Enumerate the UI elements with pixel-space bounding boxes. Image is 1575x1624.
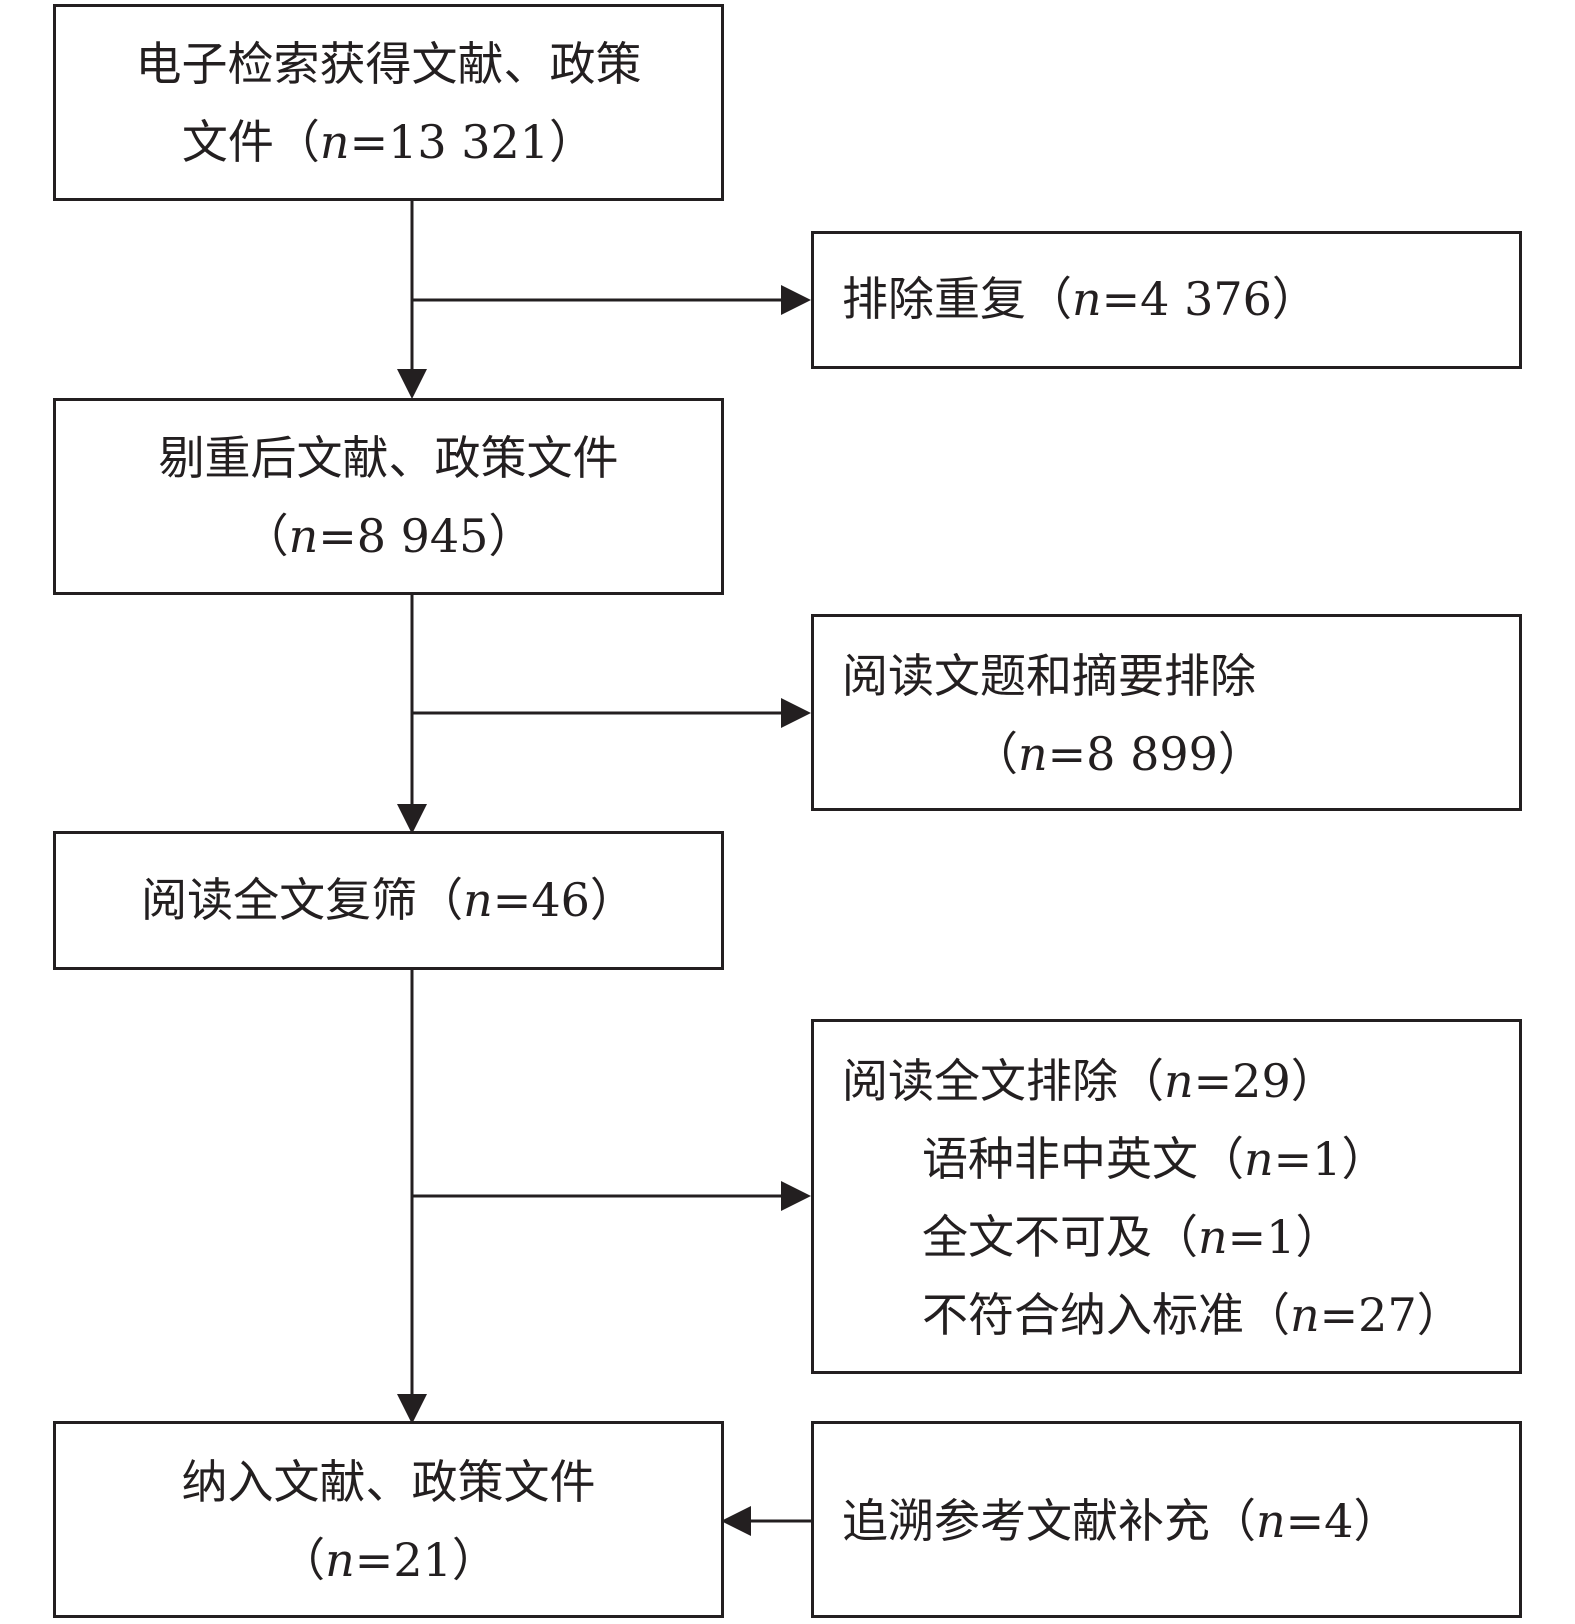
included-title: 纳入文献、政策文件: [181, 1455, 596, 1509]
exclusion-reason-unavailable: 全文不可及（n=1）: [922, 1210, 1342, 1264]
included-box: 纳入文献、政策文件 （n=21）: [53, 1421, 724, 1618]
dedup-excluded-box: 排除重复（n=4 376）: [811, 231, 1522, 369]
search-results-title: 电子检索获得文献、政策: [135, 37, 642, 91]
abstract-excluded-title: 阅读文题和摘要排除: [842, 649, 1256, 703]
exclusion-reason-criteria: 不符合纳入标准（n=27）: [922, 1288, 1463, 1342]
fulltext-screen-box: 阅读全文复筛（n=46）: [53, 831, 724, 970]
after-dedup-title: 剔重后文献、政策文件: [158, 431, 619, 485]
reference-supplement-box: 追溯参考文献补充（n=4）: [811, 1421, 1522, 1618]
search-results-count: 文件（n=13 321）: [181, 115, 596, 169]
after-dedup-count: （n=8 945）: [242, 509, 535, 563]
search-results-box: 电子检索获得文献、政策 文件（n=13 321）: [53, 4, 724, 201]
fulltext-excluded-title: 阅读全文排除（n=29）: [842, 1054, 1337, 1108]
included-count: （n=21）: [279, 1533, 498, 1587]
abstract-excluded-box: 阅读文题和摘要排除 （n=8 899）: [811, 614, 1522, 811]
fulltext-screen-label: 阅读全文复筛（n=46）: [141, 873, 636, 927]
fulltext-excluded-box: 阅读全文排除（n=29） 语种非中英文（n=1） 全文不可及（n=1） 不符合纳…: [811, 1019, 1522, 1374]
after-dedup-box: 剔重后文献、政策文件 （n=8 945）: [53, 398, 724, 595]
reference-supplement-label: 追溯参考文献补充（n=4）: [842, 1494, 1400, 1548]
dedup-excluded-label: 排除重复（n=4 376）: [842, 272, 1318, 326]
exclusion-reason-language: 语种非中英文（n=1）: [922, 1132, 1388, 1186]
abstract-excluded-count: （n=8 899）: [972, 727, 1264, 781]
